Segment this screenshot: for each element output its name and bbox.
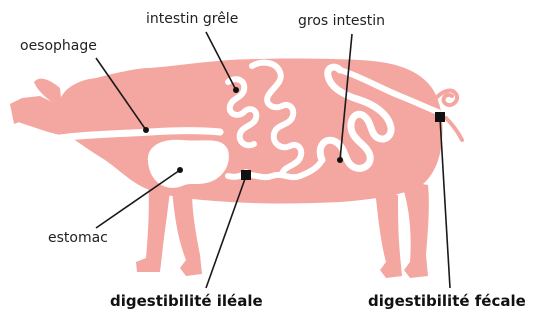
ileal-digestibility-label: digestibilité iléale <box>110 293 263 309</box>
large-intestine-label: gros intestin <box>298 13 385 29</box>
ileal-marker <box>241 170 251 180</box>
pig-tail <box>436 91 457 106</box>
oesophagus-label: oesophage <box>20 38 97 54</box>
pig-hind-leg-2 <box>400 180 429 278</box>
small-intestine-label: intestin grêle <box>146 11 238 27</box>
fecal-marker <box>435 112 445 122</box>
stomach-label: estomac <box>48 230 108 246</box>
stomach-dot <box>177 167 183 173</box>
pig-front-leg-1 <box>136 178 170 272</box>
oesophagus-dot <box>143 127 149 133</box>
large-intestine-dot <box>337 157 343 163</box>
fecal-leader <box>440 118 450 288</box>
pig-front-leg-2 <box>172 188 202 276</box>
small-intestine-dot <box>233 87 239 93</box>
fecal-digestibility-label: digestibilité fécale <box>368 293 526 309</box>
pig-tail-end <box>446 118 462 140</box>
pig-hind-leg-1 <box>375 190 402 278</box>
